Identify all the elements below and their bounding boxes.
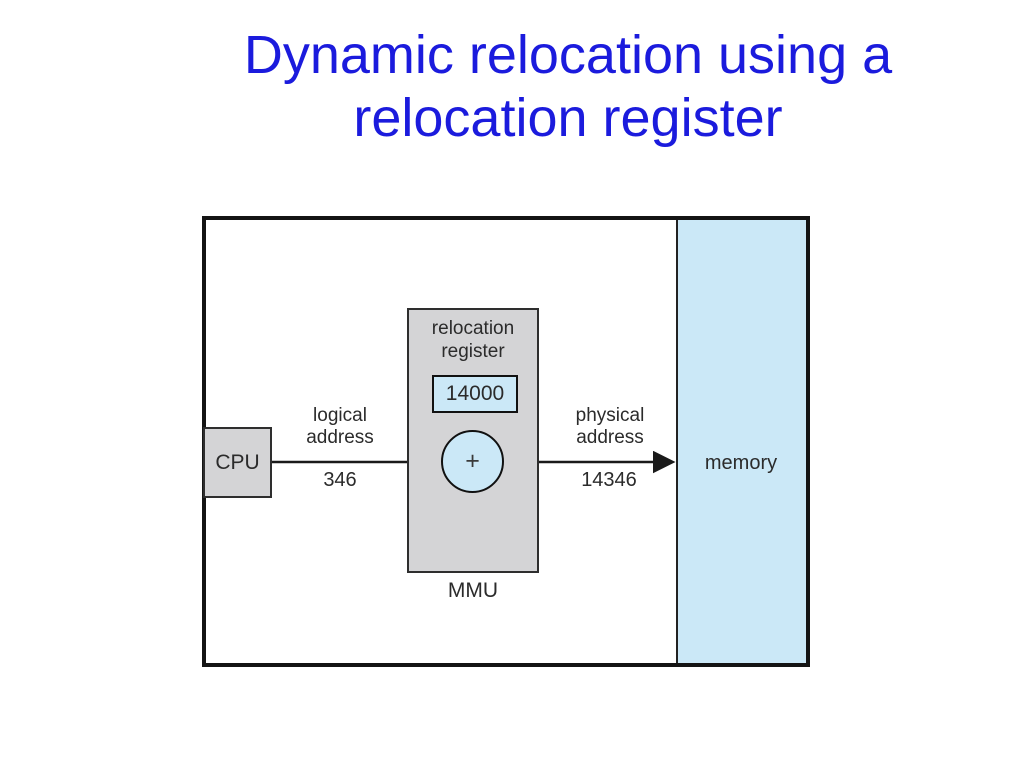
cpu-label: CPU (215, 450, 260, 474)
physical-address-label-line-2: address (576, 427, 644, 448)
relocation-register-value: 14000 (445, 382, 505, 405)
logical-address-label: logical address (306, 405, 374, 449)
adder-circle: + (441, 430, 504, 493)
physical-address-label: physical address (576, 405, 645, 449)
memory-label: memory (704, 452, 778, 474)
cpu-box: CPU (203, 427, 272, 498)
memory-box (676, 220, 806, 663)
relocation-register-value-box: 14000 (432, 375, 518, 413)
slide-title: Dynamic relocation using a relocation re… (188, 24, 948, 150)
slide-title-line-2: relocation register (353, 88, 783, 148)
logical-address-label-line-2: address (306, 427, 374, 448)
relocation-register-label-line-2: register (441, 341, 505, 362)
logical-address-label-line-1: logical (313, 405, 367, 426)
logical-address-value: 346 (323, 469, 357, 491)
relocation-register-label: relocation register (409, 317, 537, 363)
physical-address-value: 14346 (581, 469, 637, 491)
diagram-frame: memory CPU relocation register 14000 (202, 216, 810, 667)
mmu-label: MMU (447, 579, 499, 602)
slide-title-line-1: Dynamic relocation using a (243, 25, 893, 85)
physical-address-label-line-1: physical (575, 405, 645, 426)
plus-icon: + (465, 447, 480, 475)
relocation-register-label-line-1: relocation (431, 318, 515, 339)
mmu-box: relocation register 14000 + (407, 308, 539, 573)
